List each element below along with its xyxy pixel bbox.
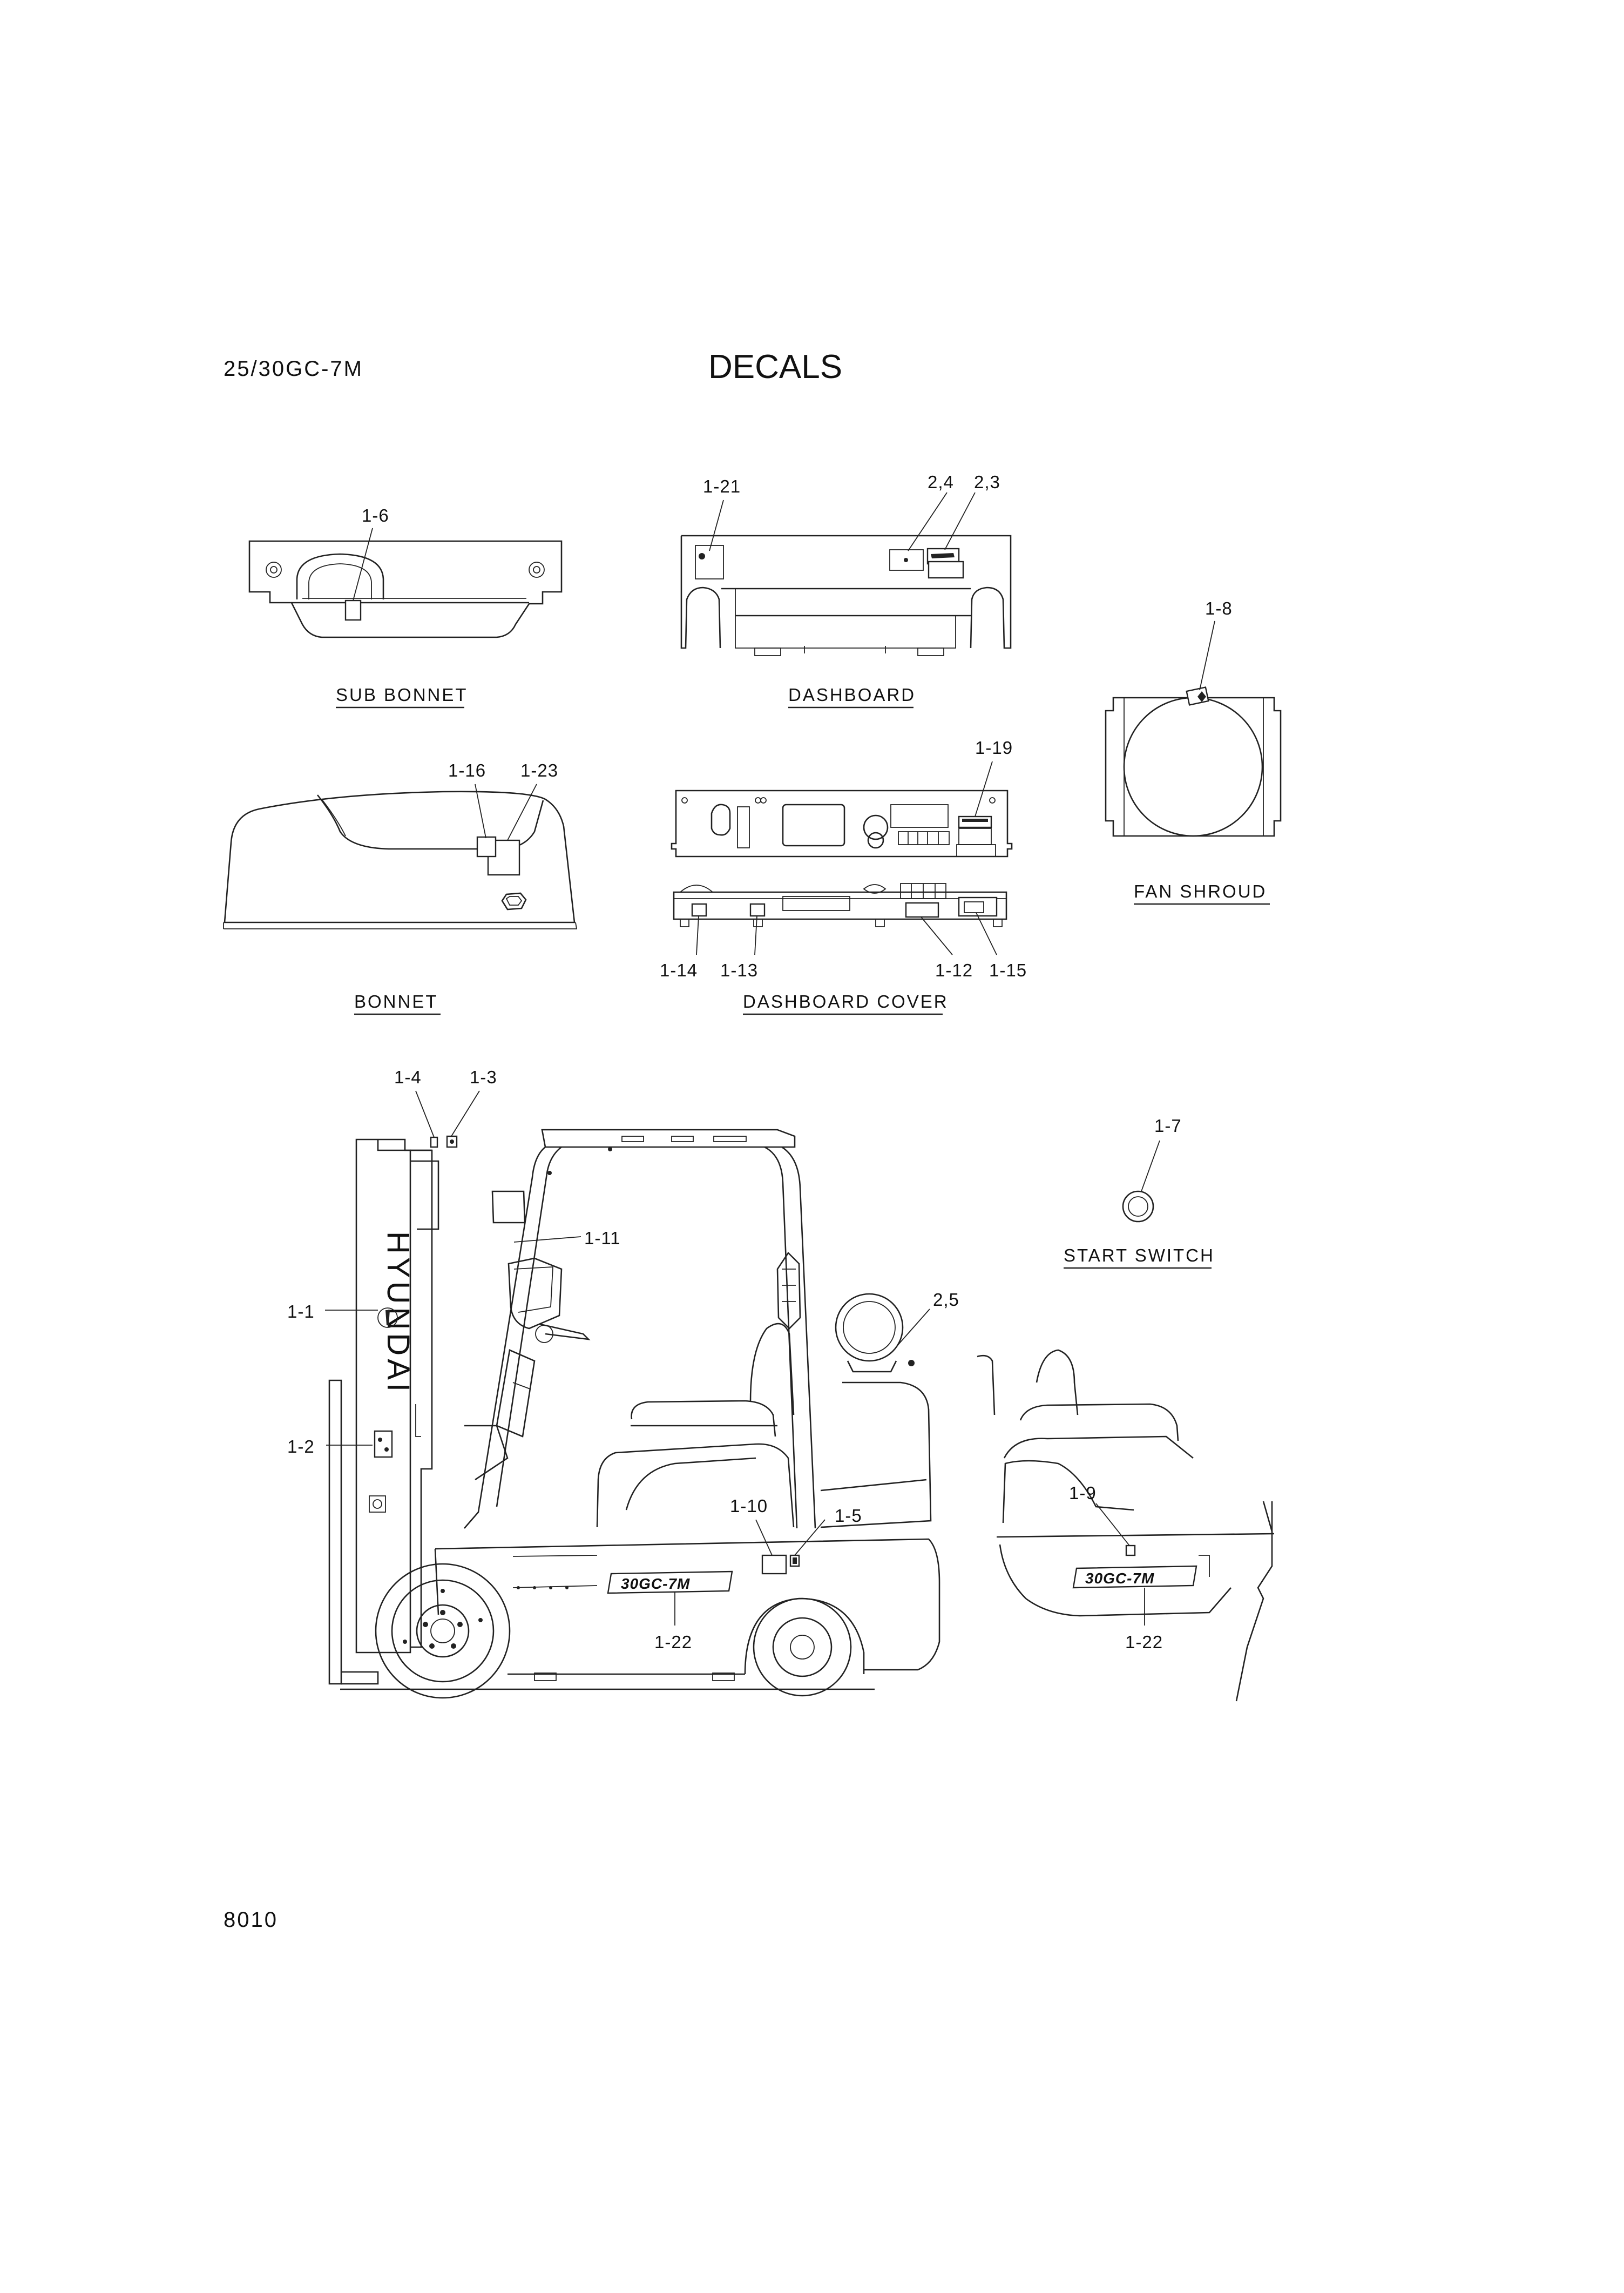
callout-1-15: 1-15 (989, 960, 1027, 980)
caption-start-switch: START SWITCH (1064, 1245, 1215, 1265)
callout-2-5: 2,5 (933, 1290, 959, 1310)
dashboard-cover-view: 1-19 1-14 1-13 1-12 1-15 DASHBOARD COVER (660, 738, 1027, 1015)
bonnet-view: 1-16 1-23 BONNET (223, 760, 578, 1015)
callout-1-19: 1-19 (975, 738, 1013, 758)
callout-1-22-rear: 1-22 (1125, 1632, 1163, 1652)
page-title: DECALS (708, 348, 842, 386)
caption-bonnet: BONNET (354, 992, 438, 1011)
callout-2-3: 2,3 (974, 472, 1000, 492)
caption-sub-bonnet: SUB BONNET (336, 685, 468, 705)
start-switch-view: 1-7 START SWITCH (1064, 1116, 1215, 1269)
callout-1-12: 1-12 (935, 960, 973, 980)
callout-1-4: 1-4 (394, 1067, 422, 1087)
decal-1-6-marker (344, 599, 362, 621)
decal-1-16-marker (476, 836, 497, 858)
callout-1-16: 1-16 (448, 760, 486, 780)
callout-1-22-side: 1-22 (654, 1632, 692, 1652)
callout-1-14: 1-14 (660, 960, 698, 980)
page-number: 8010 (224, 1908, 278, 1932)
callout-1-3: 1-3 (470, 1067, 497, 1087)
side-model-badge: 30GC-7M (621, 1575, 690, 1592)
callout-1-9: 1-9 (1069, 1483, 1097, 1503)
callout-1-23: 1-23 (520, 760, 558, 780)
rear-detail-view: 30GC-7M 1-9 1-22 (977, 1349, 1275, 1702)
sub-bonnet-view: 1-6 SUB BONNET (248, 505, 563, 709)
callout-1-5: 1-5 (835, 1506, 862, 1526)
forklift-side-view: HYUNDAI (287, 1067, 959, 1699)
callout-1-6: 1-6 (362, 505, 389, 525)
decal-1-23-marker (487, 839, 520, 876)
fan-shroud-view: 1-8 FAN SHROUD (1105, 598, 1282, 905)
model-code: 25/30GC-7M (224, 357, 363, 381)
callout-1-11: 1-11 (584, 1228, 621, 1248)
callout-1-2: 1-2 (287, 1437, 315, 1456)
caption-fan-shroud: FAN SHROUD (1134, 881, 1267, 901)
callout-1-1: 1-1 (287, 1301, 315, 1321)
caption-dashboard: DASHBOARD (788, 685, 916, 705)
rear-model-badge: 30GC-7M (1085, 1570, 1154, 1587)
callout-2-4: 2,4 (928, 472, 954, 492)
callout-1-7: 1-7 (1154, 1116, 1182, 1136)
callout-1-21: 1-21 (703, 476, 741, 496)
callout-1-10: 1-10 (730, 1496, 768, 1516)
callout-1-13: 1-13 (720, 960, 758, 980)
dashboard-view: 1-21 2,4 2,3 DASHBOARD (680, 472, 1012, 709)
caption-dashboard-cover: DASHBOARD COVER (743, 992, 949, 1011)
callout-1-8: 1-8 (1205, 598, 1233, 618)
